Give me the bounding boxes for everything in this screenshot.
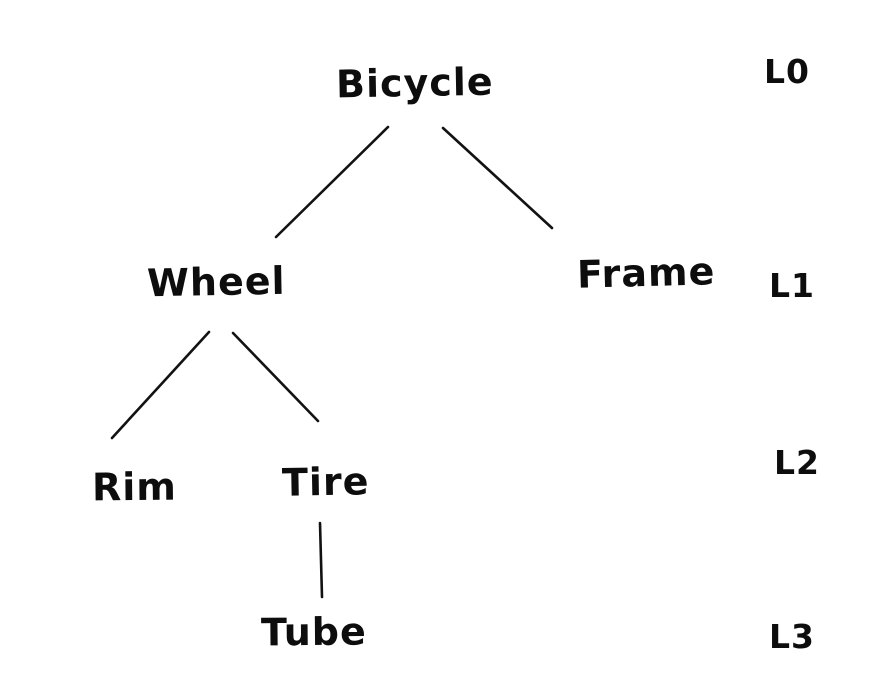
edge-bicycle-wheel <box>274 125 390 239</box>
node-wheel: Wheel <box>146 258 286 306</box>
node-tube: Tube <box>260 609 367 655</box>
edge-wheel-rim <box>110 330 211 440</box>
level-label-l0: L0 <box>764 52 810 91</box>
level-label-l1: L1 <box>769 266 815 305</box>
level-label-l3: L3 <box>769 617 815 656</box>
level-label-l2: L2 <box>774 443 820 482</box>
edge-bicycle-frame <box>441 126 554 230</box>
node-frame: Frame <box>576 249 716 297</box>
node-tire: Tire <box>281 459 370 505</box>
node-bicycle: Bicycle <box>335 59 494 107</box>
edge-wheel-tire <box>231 331 320 423</box>
edge-tire-tube <box>318 521 324 599</box>
node-rim: Rim <box>91 464 178 510</box>
